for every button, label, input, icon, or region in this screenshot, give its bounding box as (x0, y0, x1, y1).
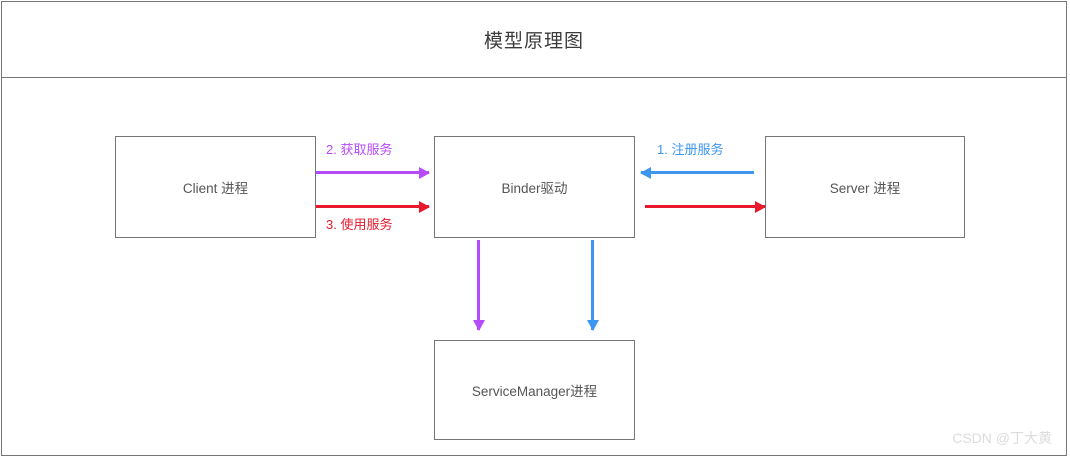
arrow-get-service (316, 166, 430, 179)
node-binder-driver[interactable]: Binder驱动 (434, 136, 635, 238)
arrow-use-service-shaft (316, 205, 429, 208)
arrow-binder-to-server-shaft (645, 205, 765, 208)
arrow-binder-to-servicemanager-purple-shaft (477, 240, 480, 330)
watermark: CSDN @丁大黄 (952, 430, 1052, 446)
node-server-process[interactable]: Server 进程 (765, 136, 965, 238)
arrow-binder-to-servicemanager-blue-shaft (591, 240, 594, 330)
arrow-register-service-head (640, 166, 651, 179)
arrow-use-service-head (419, 200, 430, 213)
arrow-binder-to-server (645, 200, 766, 213)
arrow-use-service (316, 200, 430, 213)
arrow-binder-to-servicemanager-purple (472, 240, 485, 331)
node-client-process[interactable]: Client 进程 (115, 136, 316, 238)
arrow-register-service-shaft (641, 171, 754, 174)
arrow-binder-to-server-head (755, 200, 766, 213)
arrow-binder-to-servicemanager-purple-head (472, 320, 485, 331)
page-title: 模型原理图 (483, 30, 584, 52)
arrow-binder-to-servicemanager-blue (586, 240, 599, 331)
title-bar: 模型原理图 (1, 1, 1067, 78)
arrow-get-service-shaft (316, 171, 429, 174)
node-servicemanager-process[interactable]: ServiceManager进程 (434, 340, 635, 440)
arrow-label-register-service: 1. 注册服务 (657, 142, 724, 157)
arrow-register-service (640, 166, 754, 179)
arrow-label-use-service: 3. 使用服务 (326, 217, 393, 232)
arrow-binder-to-servicemanager-blue-head (586, 320, 599, 331)
arrow-get-service-head (419, 166, 430, 179)
arrow-label-get-service: 2. 获取服务 (326, 142, 393, 157)
